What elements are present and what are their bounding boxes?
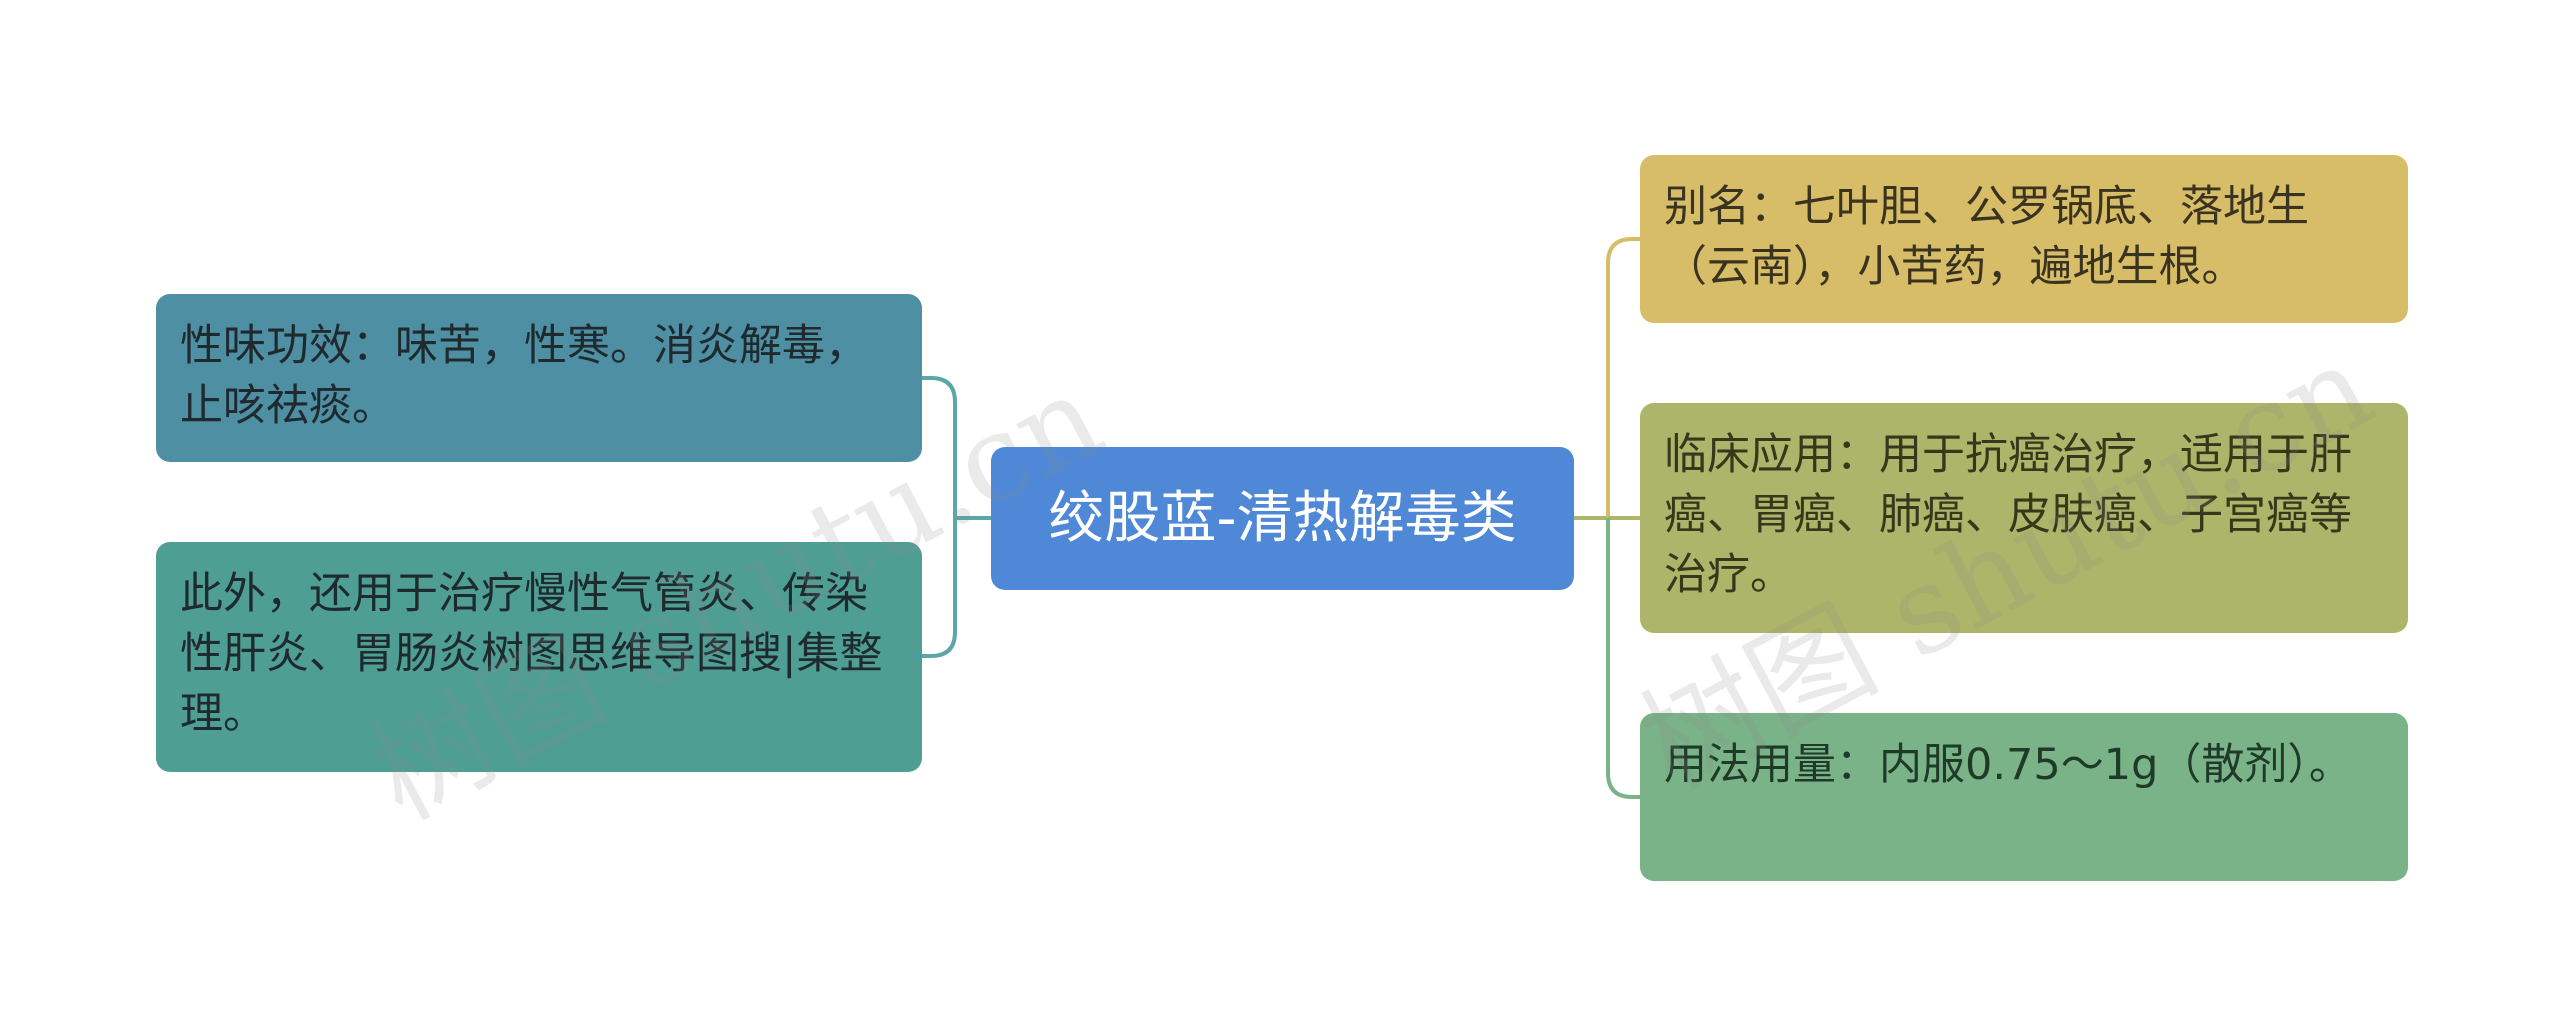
connector-left-to-node1	[922, 376, 957, 518]
left-node-properties[interactable]: 性味功效：味苦，性寒。消炎解毒，止咳祛痰。	[156, 294, 922, 462]
connector-right-to-node3	[1606, 518, 1640, 799]
connector-right-to-node1	[1606, 237, 1640, 518]
left-node-other-uses[interactable]: 此外，还用于治疗慢性气管炎、传染性肝炎、胃肠炎树图思维导图搜|集整理。	[156, 542, 922, 772]
right-node-dosage[interactable]: 用法用量：内服0.75～1g（散剂）。	[1640, 713, 2408, 881]
connector-left-to-node2	[922, 518, 957, 658]
right-node-clinical-use[interactable]: 临床应用：用于抗癌治疗，适用于肝癌、胃癌、肺癌、皮肤癌、子宫癌等治疗。	[1640, 403, 2408, 633]
right-node-aliases[interactable]: 别名：七叶胆、公罗锅底、落地生（云南），小苦药，遍地生根。	[1640, 155, 2408, 323]
center-node-topic[interactable]: 绞股蓝-清热解毒类	[991, 447, 1574, 590]
